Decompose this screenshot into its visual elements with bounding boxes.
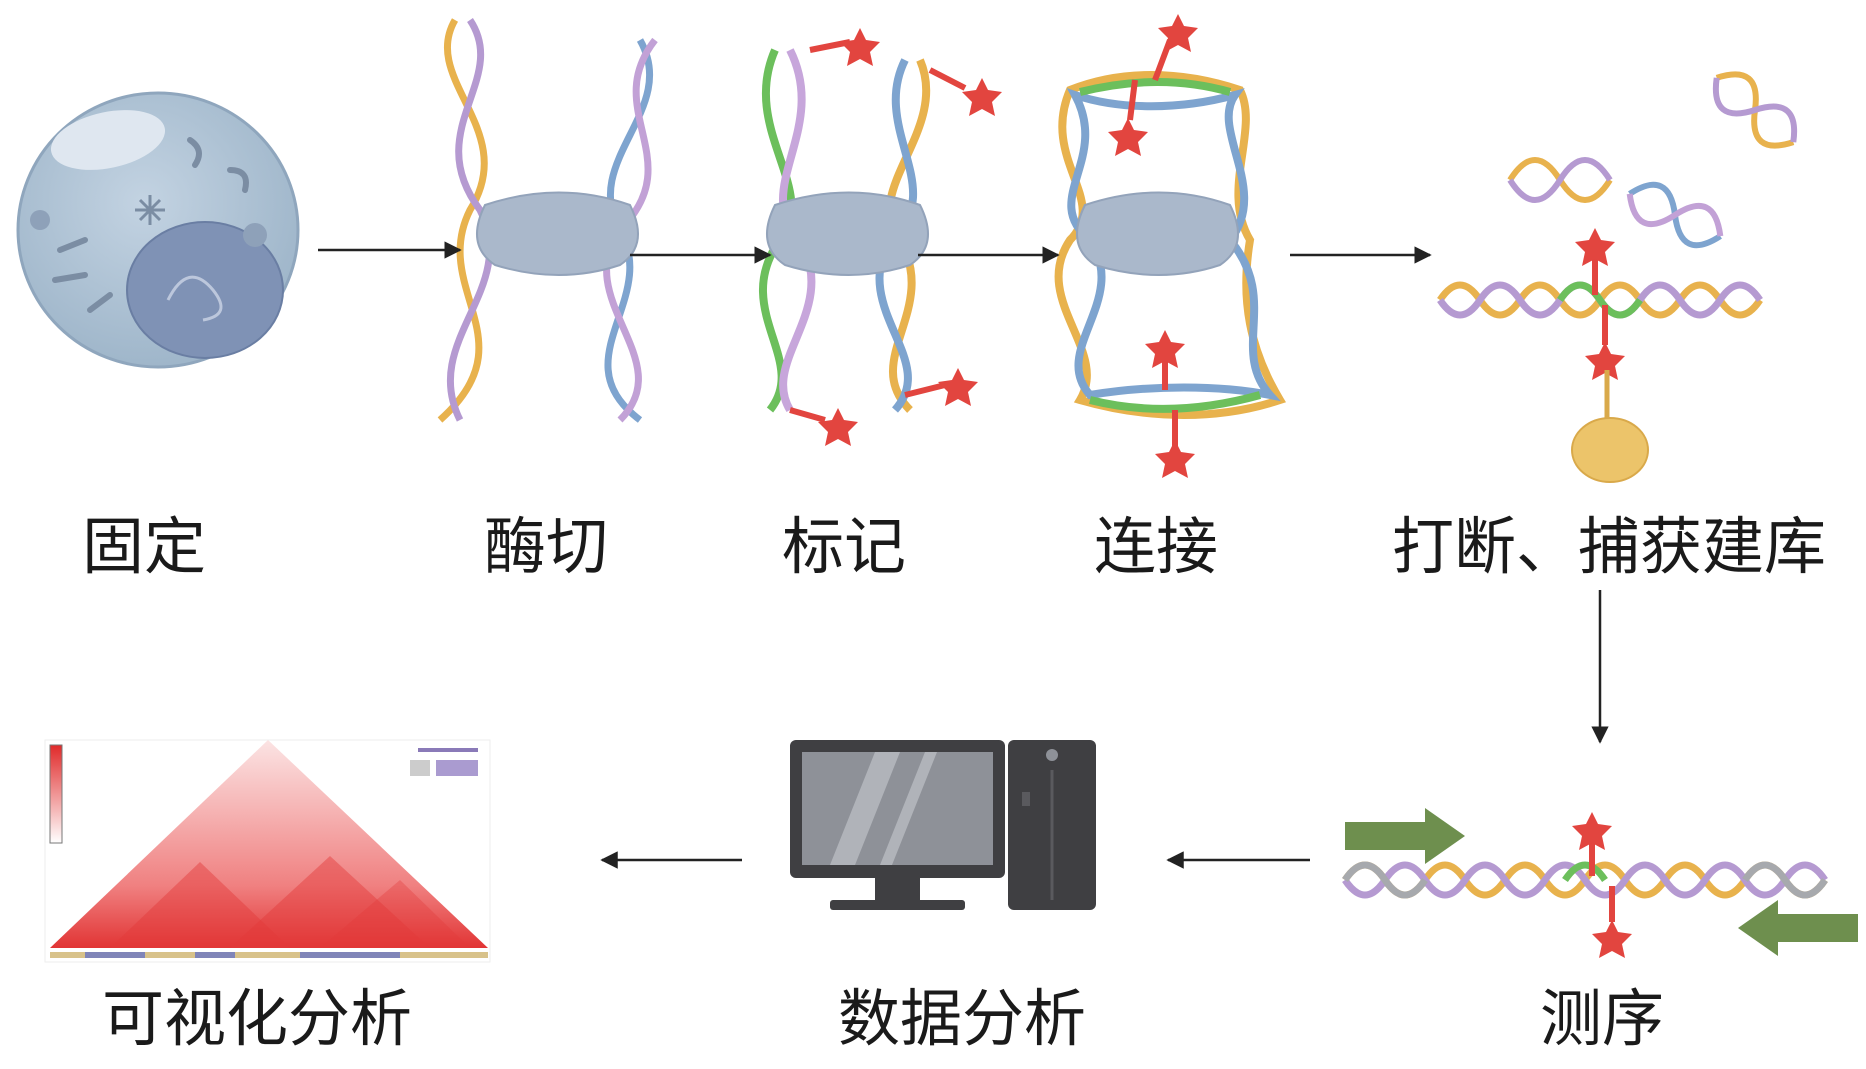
step-label-sequencing: 测序 bbox=[1540, 982, 1665, 1055]
flow-arrows bbox=[318, 241, 1609, 869]
computer-icon bbox=[790, 740, 1096, 910]
step-label-ligate: 连接 bbox=[1094, 510, 1219, 583]
step-label-shear-capture: 打断、捕获建库 bbox=[1392, 510, 1827, 583]
step-label-visualization: 可视化分析 bbox=[102, 982, 413, 1055]
step-label-digest: 酶切 bbox=[484, 510, 609, 583]
cell-icon bbox=[16, 91, 300, 369]
step-label-fix: 固定 bbox=[82, 510, 207, 583]
digest-dna-icon bbox=[437, 18, 658, 423]
label-dna-icon bbox=[758, 28, 1002, 446]
sequencing-icon bbox=[1342, 808, 1858, 958]
step-label-analysis: 数据分析 bbox=[838, 982, 1087, 1055]
shear-capture-icon bbox=[1437, 71, 1798, 483]
heatmap-icon bbox=[44, 739, 491, 963]
step-label-label: 标记 bbox=[782, 510, 907, 583]
ligate-dna-icon bbox=[1054, 14, 1286, 478]
